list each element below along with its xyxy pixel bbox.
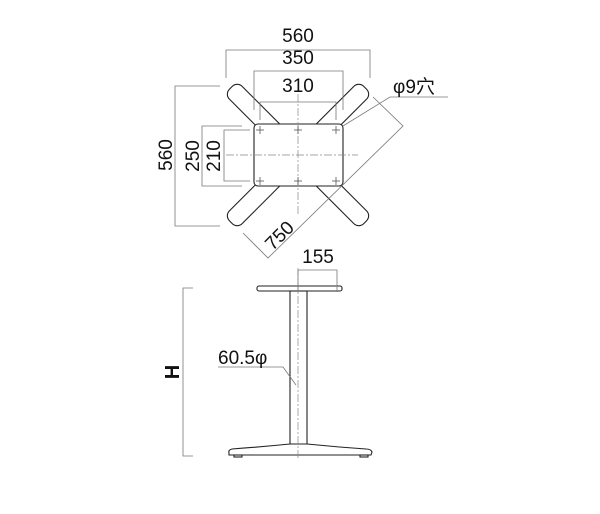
column-diameter-label: 60.5φ (218, 348, 267, 369)
dim-diagonal: 750 (261, 217, 298, 254)
dim-mid-width: 350 (282, 48, 314, 69)
dim-height: H (162, 365, 184, 379)
top-view: 560 350 310 560 250 210 750 φ9穴 (156, 26, 448, 259)
leveler (359, 454, 369, 458)
dim-hole-pitch-width: 310 (282, 76, 314, 97)
leveler (233, 454, 243, 458)
base-foot (228, 443, 373, 456)
side-view: 155 H 60.5φ (162, 247, 373, 460)
hole-label: φ9穴 (393, 76, 435, 98)
column (289, 290, 308, 447)
dim-hole-pitch-depth: 210 (204, 140, 225, 172)
dim-plate-depth: 250 (183, 140, 204, 172)
top-plate (256, 285, 343, 292)
dim-top: 155 (302, 247, 334, 268)
dim-overall-depth: 560 (156, 139, 177, 171)
dim-overall-width: 560 (282, 26, 314, 47)
mounting-holes (256, 126, 340, 185)
